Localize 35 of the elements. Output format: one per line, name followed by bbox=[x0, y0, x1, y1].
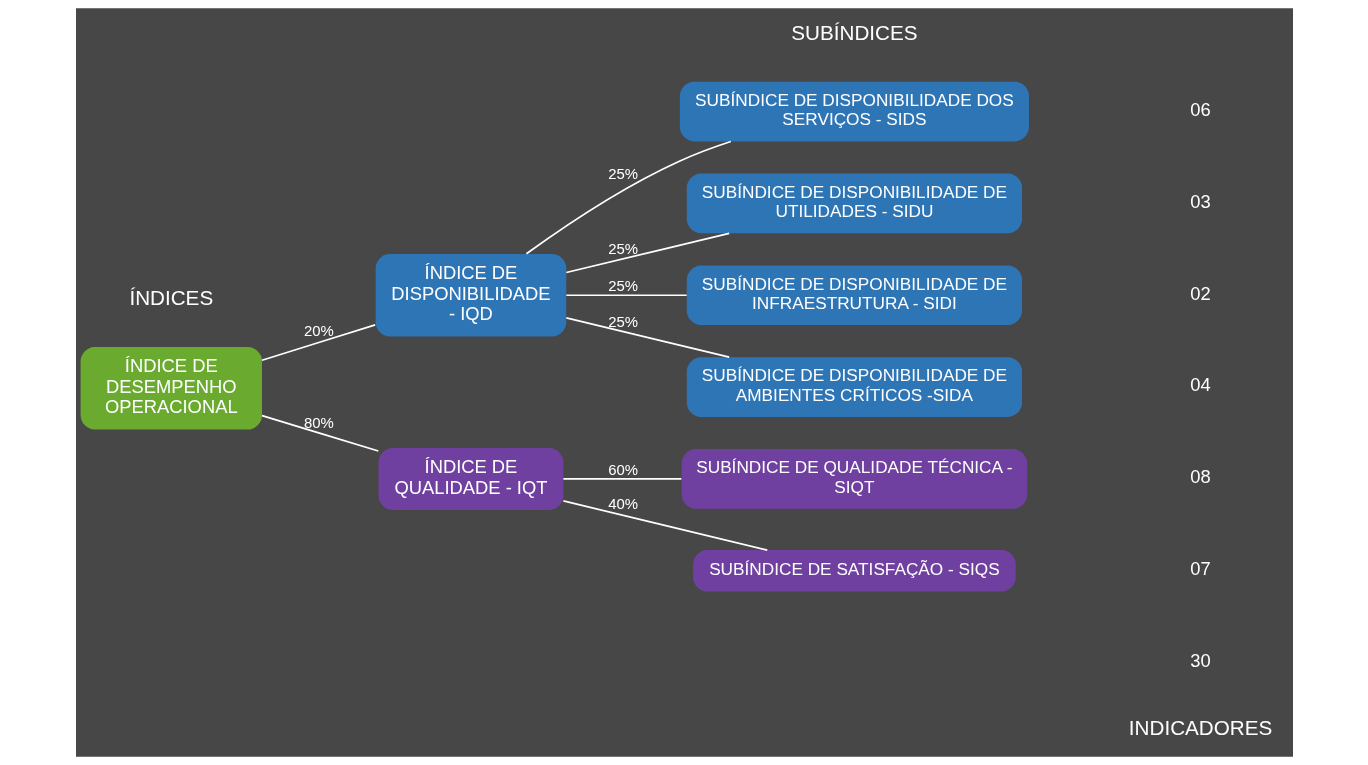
edge-label: 25% bbox=[607, 164, 638, 182]
edge-label: 25% bbox=[607, 240, 638, 258]
connector bbox=[564, 232, 730, 274]
node-box: ÍNDICE DE DISPONIBILIDADE - IQD bbox=[375, 253, 566, 337]
label: INDICADORES bbox=[1128, 716, 1272, 740]
edge-label: 20% bbox=[303, 321, 334, 339]
label: 03 bbox=[1189, 190, 1211, 212]
connector bbox=[562, 478, 682, 480]
label: ÍNDICES bbox=[128, 285, 213, 309]
connector bbox=[525, 140, 732, 255]
node-box: ÍNDICE DE QUALIDADE - IQT bbox=[378, 447, 563, 510]
label: 08 bbox=[1189, 466, 1211, 488]
connector bbox=[564, 317, 730, 359]
node-box: SUBÍNDICE DE QUALIDADE TÉCNICA - SIQT bbox=[681, 449, 1027, 509]
connector bbox=[564, 294, 687, 297]
node-box: SUBÍNDICE DE SATISFAÇÃO - SIQS bbox=[692, 550, 1016, 592]
node-box: SUBÍNDICE DE DISPONIBILIDADE DOS SERVIÇOS - SIDS bbox=[679, 81, 1029, 142]
label: 06 bbox=[1189, 98, 1211, 120]
label: SUBÍNDICES bbox=[790, 20, 918, 44]
edge-label: 25% bbox=[607, 277, 638, 295]
node-box: SUBÍNDICE DE DISPONIBILIDADE DE INFRAESTRUTURA - SIDI bbox=[686, 265, 1022, 326]
node-box: ÍNDICE DE DESEMPENHO OPERACIONAL bbox=[80, 346, 262, 430]
node-box: SUBÍNDICE DE DISPONIBILIDADE DE AMBIENTES CRÍTICOS -SIDA bbox=[686, 357, 1022, 417]
edge-label: 40% bbox=[607, 495, 638, 513]
connector bbox=[260, 323, 376, 362]
edge-label: 80% bbox=[303, 413, 334, 431]
label: 30 bbox=[1189, 650, 1211, 671]
label: 04 bbox=[1189, 374, 1211, 396]
connector bbox=[260, 414, 379, 452]
label: 07 bbox=[1189, 558, 1211, 580]
edge-label: 25% bbox=[607, 312, 638, 330]
node-box: SUBÍNDICE DE DISPONIBILIDADE DE UTILIDADES - SIDU bbox=[686, 173, 1022, 234]
connector bbox=[562, 500, 768, 551]
label: 02 bbox=[1189, 282, 1211, 304]
edge-label: 60% bbox=[607, 460, 638, 478]
